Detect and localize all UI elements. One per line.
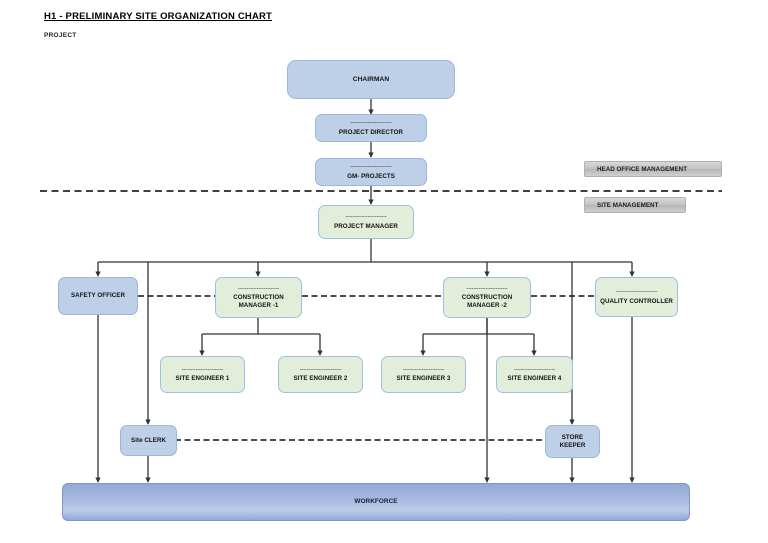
name-placeholder: ------------------------ xyxy=(350,120,392,127)
page-title: H1 - PRELIMINARY SITE ORGANIZATION CHART xyxy=(44,11,273,22)
node-site-engineer-4-label: SITE ENGINEER 4 xyxy=(507,375,562,383)
node-gm-projects-label: GM- PROJECTS xyxy=(347,172,395,180)
node-project-manager-label: PROJECT MANAGER xyxy=(334,222,398,230)
tag-site-management-label: SITE MANAGEMENT xyxy=(597,201,659,209)
node-quality-controller[interactable]: ------------------------ QUALITY CONTROL… xyxy=(595,277,678,317)
node-safety-officer-label: SAFETY OFFICER xyxy=(70,292,126,300)
node-site-engineer-1-label: SITE ENGINEER 1 xyxy=(175,375,230,383)
name-placeholder: ------------------------ xyxy=(615,289,658,296)
node-store-keeper-label: STORE KEEPER xyxy=(559,434,586,449)
node-site-engineer-2-label: SITE ENGINEER 2 xyxy=(293,375,348,383)
node-workforce[interactable]: WORKFORCE xyxy=(62,483,690,521)
node-site-engineer-3[interactable]: ------------------------ SITE ENGINEER 3 xyxy=(381,356,466,393)
name-placeholder: ------------------------ xyxy=(402,366,445,373)
tag-site-management: SITE MANAGEMENT xyxy=(584,197,686,213)
tag-head-office-management: HEAD OFFICE MANAGEMENT xyxy=(584,161,722,177)
node-gm-projects[interactable]: ------------------------ GM- PROJECTS xyxy=(315,158,427,186)
name-placeholder: ------------------------ xyxy=(181,366,224,373)
node-project-director-label: PROJECT DIRECTOR xyxy=(338,128,404,136)
name-placeholder: ------------------------ xyxy=(513,366,556,373)
node-construction-manager-1-label: CONSTRUCTION MANAGER -1 xyxy=(233,294,284,309)
node-construction-manager-2-label: CONSTRUCTION MANAGER -2 xyxy=(461,294,513,309)
name-placeholder: ------------------------ xyxy=(299,366,342,373)
node-site-clerk-label: Site CLERK xyxy=(131,436,166,444)
node-project-manager[interactable]: ------------------------ PROJECT MANAGER xyxy=(318,205,414,239)
node-chairman-label: CHAIRMAN xyxy=(352,75,390,83)
tag-head-office-label: HEAD OFFICE MANAGEMENT xyxy=(597,165,688,173)
name-placeholder: ------------------------ xyxy=(466,285,508,292)
node-construction-manager-2[interactable]: ------------------------ CONSTRUCTION MA… xyxy=(443,277,531,318)
node-store-keeper[interactable]: STORE KEEPER xyxy=(545,425,600,458)
name-placeholder: ------------------------ xyxy=(237,285,280,292)
name-placeholder: ------------------------ xyxy=(345,214,387,221)
node-chairman[interactable]: CHAIRMAN xyxy=(287,60,455,99)
node-site-engineer-4[interactable]: ------------------------ SITE ENGINEER 4 xyxy=(496,356,573,393)
node-workforce-label: WORKFORCE xyxy=(354,498,398,506)
node-site-engineer-3-label: SITE ENGINEER 3 xyxy=(396,375,451,383)
node-construction-manager-1[interactable]: ------------------------ CONSTRUCTION MA… xyxy=(215,277,302,318)
node-project-director[interactable]: ------------------------ PROJECT DIRECTO… xyxy=(315,114,427,142)
node-site-engineer-2[interactable]: ------------------------ SITE ENGINEER 2 xyxy=(278,356,363,393)
name-placeholder: ------------------------ xyxy=(350,164,392,171)
node-site-clerk[interactable]: Site CLERK xyxy=(120,425,177,456)
node-safety-officer[interactable]: SAFETY OFFICER xyxy=(58,277,138,315)
node-site-engineer-1[interactable]: ------------------------ SITE ENGINEER 1 xyxy=(160,356,245,393)
page-subtitle: PROJECT xyxy=(44,32,77,39)
node-quality-controller-label: QUALITY CONTROLLER xyxy=(600,297,673,305)
